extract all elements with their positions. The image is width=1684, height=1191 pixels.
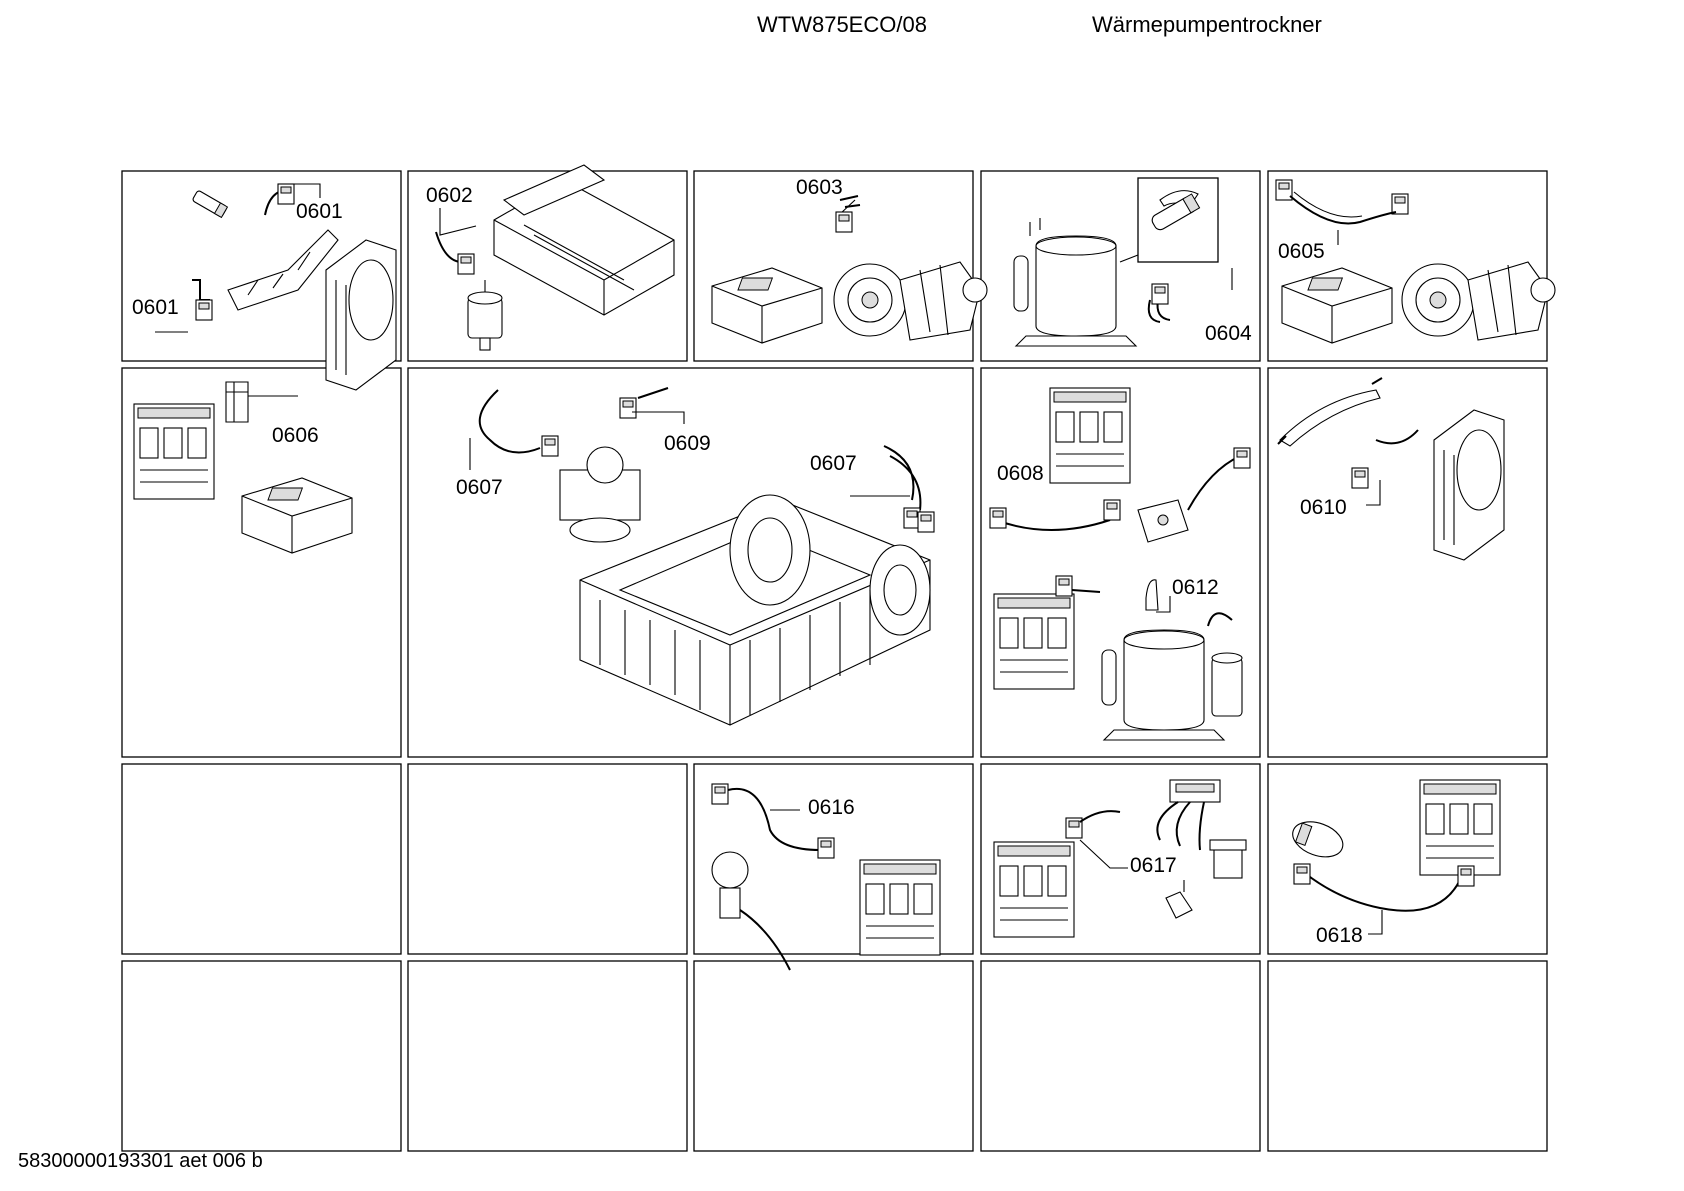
group-0603: 0603 — [711, 176, 988, 344]
label-0612: 0612 — [1172, 576, 1219, 599]
part-clip-0606 — [225, 381, 249, 423]
part-connector-0601 — [195, 299, 213, 321]
group-0606: 0606 — [133, 381, 353, 554]
part-relay-0617 — [1209, 839, 1247, 879]
part-capacitor — [1211, 652, 1243, 717]
part-connector-0605-b — [1391, 193, 1409, 215]
group-0616: 0616 — [711, 783, 941, 971]
part-connector-0609 — [619, 397, 637, 419]
frame-grid — [121, 170, 1548, 1152]
part-thermostat — [1351, 467, 1369, 489]
part-plug-0616 — [711, 783, 729, 805]
part-sensor — [192, 190, 229, 219]
label-0604: 0604 — [1205, 322, 1252, 345]
part-connector-0608-a — [989, 507, 1007, 529]
label-0601-left: 0601 — [132, 296, 179, 319]
part-lamp-cover — [1292, 821, 1344, 858]
part-control-module-0616 — [859, 859, 941, 956]
group-0605: 0605 — [1275, 179, 1556, 344]
part-sensor-board — [1137, 499, 1189, 543]
part-terminal-block — [1156, 779, 1221, 851]
part-drive-motor — [833, 261, 988, 341]
part-connector-0604 — [1151, 283, 1169, 305]
inset-detail-frame — [1137, 177, 1219, 263]
part-wire-0610 — [1375, 429, 1419, 445]
part-wire-0608 — [1187, 455, 1241, 511]
group-0602: 0602 — [426, 164, 675, 351]
part-clip-connector — [277, 183, 295, 205]
part-cable-0609 — [637, 387, 669, 399]
label-0618: 0618 — [1316, 924, 1363, 947]
label-0610: 0610 — [1300, 496, 1347, 519]
part-clip-0617 — [1165, 891, 1193, 919]
part-connector-0605-a — [1275, 179, 1293, 201]
part-cable-0607-b — [883, 445, 922, 511]
part-connector-0608-b — [1103, 499, 1121, 521]
document-code: 58300000193301 aet 006 b — [18, 1150, 263, 1172]
label-0606: 0606 — [272, 424, 319, 447]
part-control-module-0617 — [993, 841, 1075, 938]
group-0617: 0617 — [993, 779, 1247, 938]
part-compressor-0612 — [1101, 629, 1225, 741]
part-water-tank — [493, 164, 675, 316]
label-0609: 0609 — [664, 432, 711, 455]
part-clip-0612 — [1207, 612, 1233, 627]
part-wire-0601 — [192, 279, 210, 301]
part-cable-0618 — [1305, 873, 1461, 912]
part-motor-capacitor-box — [711, 267, 823, 344]
part-compressor — [1013, 235, 1137, 347]
label-0608: 0608 — [997, 462, 1044, 485]
part-wire-clip-0612 — [1145, 579, 1159, 611]
part-control-module-0612 — [993, 593, 1075, 690]
label-0617: 0617 — [1130, 854, 1177, 877]
part-connector-0607-c — [917, 511, 935, 533]
part-wiring-harness — [1289, 195, 1397, 225]
model-number: WTW875ECO/08 — [757, 12, 927, 37]
part-base-frame — [579, 494, 931, 726]
label-0602: 0602 — [426, 184, 473, 207]
label-0601-top: 0601 — [296, 200, 343, 223]
group-0604: 0604 — [1013, 177, 1252, 347]
part-heater-bracket — [227, 229, 339, 311]
part-ribbon-0608 — [995, 519, 1111, 531]
group-0607: 0607 0609 0607 — [456, 387, 935, 726]
part-rear-housing-0610 — [1433, 409, 1505, 561]
part-cable-0607-a — [478, 389, 541, 454]
label-0605: 0605 — [1278, 240, 1325, 263]
part-heater-element — [1279, 389, 1381, 447]
part-connector-0607-a — [541, 435, 559, 457]
part-connector-0618-b — [1457, 865, 1475, 887]
part-cable-0616 — [727, 787, 821, 851]
part-control-module-0618 — [1419, 779, 1501, 876]
part-connector-0618-a — [1293, 863, 1311, 885]
label-0616: 0616 — [808, 796, 855, 819]
part-connector-0602 — [457, 253, 475, 275]
group-0601: 0601 0601 — [132, 183, 397, 391]
label-0607-right: 0607 — [810, 452, 857, 475]
part-connector-0617-a — [1065, 817, 1083, 839]
part-connector-0612-a — [1055, 575, 1073, 597]
label-0603: 0603 — [796, 176, 843, 199]
part-pump — [467, 280, 503, 351]
product-type: Wärmepumpentrockner — [1092, 12, 1322, 37]
part-blower-housing — [559, 446, 641, 543]
part-motor-0605 — [1401, 261, 1556, 341]
part-relay — [1151, 193, 1201, 231]
part-connector-0608-c — [1233, 447, 1251, 469]
part-power-box-0606 — [241, 477, 353, 554]
part-connector-0603 — [835, 211, 853, 233]
part-valve — [711, 851, 791, 971]
part-connector-0616 — [817, 837, 835, 859]
part-control-module-0606 — [133, 403, 215, 500]
label-0607-left: 0607 — [456, 476, 503, 499]
group-0618: 0618 — [1292, 779, 1501, 947]
part-control-module-0608 — [1049, 387, 1131, 484]
group-0610: 0610 — [1277, 377, 1505, 561]
group-0608: 0608 0612 — [989, 387, 1251, 741]
part-motor-box-0605 — [1281, 267, 1393, 344]
part-rear-housing — [325, 239, 397, 391]
